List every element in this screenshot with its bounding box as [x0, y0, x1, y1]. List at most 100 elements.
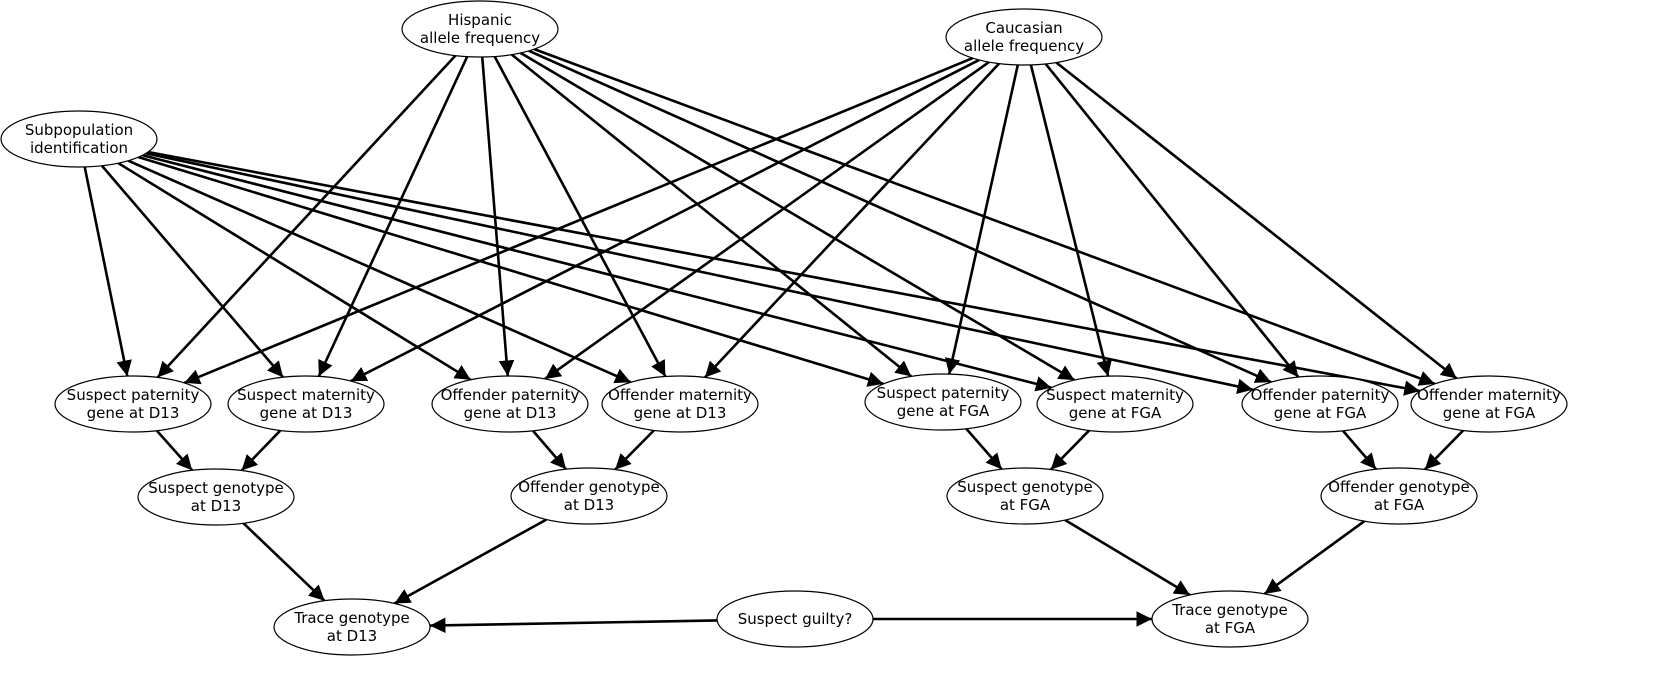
- node-label-line: Trace genotype: [293, 609, 410, 627]
- edge-subpop-to-om-fga: [147, 150, 1421, 396]
- node-ellipse: [510, 467, 668, 525]
- node-label-line: Suspect genotype: [957, 478, 1092, 496]
- node-guilty: Suspect guilty?: [716, 590, 874, 648]
- node-label-line: gene at D13: [464, 404, 557, 422]
- node-ellipse: [1410, 375, 1568, 433]
- node-ellipse: [1036, 375, 1194, 433]
- node-label-line: gene at D13: [260, 404, 353, 422]
- edge-hispanic-to-sp-fga: [510, 53, 913, 378]
- node-label-line: gene at FGA: [1443, 404, 1536, 422]
- node-label-line: gene at D13: [87, 404, 180, 422]
- node-ellipse: [716, 590, 874, 648]
- node-label-line: at FGA: [1374, 496, 1425, 514]
- node-ellipse: [601, 375, 759, 433]
- node-ellipse: [273, 598, 431, 656]
- edge-caucasian-to-sm-d13: [350, 58, 980, 383]
- edge-hispanic-to-sm-d13: [317, 56, 469, 377]
- node-label-line: gene at FGA: [1274, 404, 1367, 422]
- edge-om-fga-to-og-fga: [1423, 429, 1465, 471]
- node-label-line: identification: [30, 139, 128, 157]
- node-label-line: at FGA: [1000, 496, 1051, 514]
- edge-sg-d13-to-tg-d13: [242, 522, 326, 602]
- node-label-line: at D13: [327, 627, 377, 645]
- node-label-line: at D13: [564, 496, 614, 514]
- node-ellipse: [401, 0, 559, 58]
- edge-subpop-to-om-d13: [127, 159, 632, 384]
- edge-hispanic-to-sp-d13: [156, 54, 457, 379]
- edge-subpop-to-sp-d13: [83, 166, 132, 377]
- node-ellipse: [864, 373, 1022, 431]
- edge-hispanic-to-sm-fga: [519, 51, 1076, 382]
- node-ellipse: [431, 375, 589, 433]
- node-label-line: Suspect genotype: [148, 479, 283, 497]
- node-label-line: gene at FGA: [897, 402, 990, 420]
- edge-op-d13-to-og-d13: [531, 429, 568, 471]
- node-label-line: Suspect paternity: [67, 386, 200, 404]
- edge-op-fga-to-og-fga: [1341, 429, 1378, 471]
- edge-caucasian-to-op-fga: [1044, 63, 1300, 378]
- edge-caucasian-to-sm-fga: [1029, 64, 1112, 377]
- node-ellipse: [227, 375, 385, 433]
- node-label-line: Suspect paternity: [877, 384, 1010, 402]
- edge-caucasian-to-op-d13: [544, 60, 990, 381]
- node-label-line: Subpopulation: [25, 121, 133, 139]
- edge-subpop-to-op-d13: [117, 162, 472, 381]
- edge-sg-fga-to-tg-fga: [1064, 518, 1191, 597]
- node-label-line: Offender maternity: [608, 386, 752, 404]
- node-ellipse: [1151, 590, 1309, 648]
- edge-caucasian-to-sp-d13: [183, 56, 974, 385]
- edge-om-d13-to-og-d13: [614, 429, 655, 471]
- edge-sm-d13-to-sg-d13: [240, 429, 282, 472]
- edge-caucasian-to-om-d13: [703, 62, 1001, 379]
- node-label-line: Offender paternity: [441, 386, 580, 404]
- node-ellipse: [1320, 467, 1478, 525]
- node-ellipse: [1241, 375, 1399, 433]
- edge-subpop-to-sm-fga: [142, 153, 1052, 392]
- node-ellipse: [0, 110, 158, 168]
- node-label-line: Offender paternity: [1251, 386, 1390, 404]
- edge-sp-fga-to-sg-fga: [965, 427, 1003, 471]
- edge-sp-d13-to-sg-d13: [155, 429, 194, 472]
- edge-subpop-to-sp-fga: [138, 155, 884, 387]
- edge-subpop-to-sm-d13: [100, 164, 285, 379]
- node-ellipse: [945, 8, 1103, 66]
- edges-layer: [83, 47, 1465, 634]
- node-label-line: at D13: [191, 497, 241, 515]
- edge-subpop-to-op-fga: [145, 152, 1254, 395]
- node-ellipse: [946, 467, 1104, 525]
- node-label-line: Offender genotype: [518, 478, 660, 496]
- node-ellipse: [137, 468, 295, 526]
- node-label-line: Suspect guilty?: [738, 610, 853, 628]
- node-label-line: allele frequency: [964, 37, 1084, 55]
- node-label-line: Caucasian: [985, 19, 1062, 37]
- edge-og-fga-to-tg-fga: [1263, 520, 1366, 595]
- edge-guilty-to-tg-d13: [429, 617, 718, 634]
- node-label-line: Offender maternity: [1417, 386, 1561, 404]
- edge-hispanic-to-om-d13: [493, 55, 667, 378]
- edge-caucasian-to-sp-fga: [944, 64, 1020, 375]
- node-label-line: at FGA: [1205, 619, 1256, 637]
- node-label-line: Suspect maternity: [1046, 386, 1184, 404]
- edge-og-d13-to-tg-d13: [393, 518, 548, 605]
- node-label-line: Suspect maternity: [237, 386, 375, 404]
- node-label-line: allele frequency: [420, 29, 540, 47]
- edge-sm-fga-to-sg-fga: [1049, 429, 1091, 471]
